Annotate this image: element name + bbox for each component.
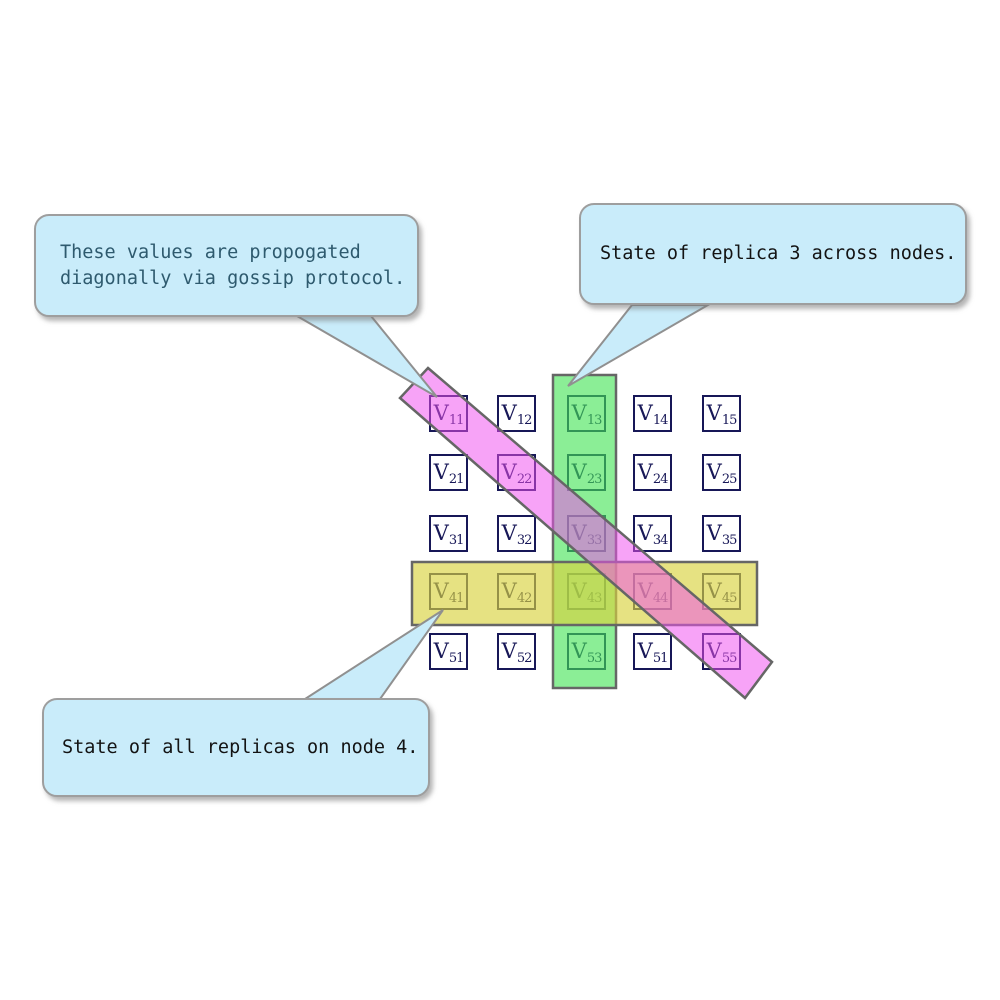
diagonal-callout-bubble: These values are propogated diagonally v…	[34, 214, 419, 317]
cell-symbol: V	[706, 401, 722, 425]
diagonal-callout-tail	[293, 315, 438, 398]
cell-subscript: 15	[721, 413, 738, 428]
column-callout-tail	[567, 304, 712, 387]
cell-subscript: 12	[516, 413, 533, 428]
cell-subscript: 51	[448, 651, 465, 666]
diagonal-callout-text-line2: diagonally via gossip protocol.	[60, 267, 406, 289]
cell-subscript: 25	[721, 472, 738, 487]
cell-symbol: V	[433, 521, 449, 545]
row-callout-bubble: State of all replicas on node 4.	[42, 698, 430, 797]
row-callout-tail	[301, 609, 444, 700]
cell-subscript: 35	[721, 533, 738, 548]
cell-subscript: 31	[448, 533, 465, 548]
row-callout-text: State of all replicas on node 4.	[62, 736, 419, 758]
cell-symbol: V	[637, 401, 653, 425]
diagonal-callout-text-line1: These values are propogated	[60, 241, 361, 263]
cell-subscript: 14	[652, 413, 669, 428]
column-callout-bubble: State of replica 3 across nodes.	[579, 203, 967, 305]
cell-symbol: V	[501, 639, 517, 663]
cell-symbol: V	[706, 460, 722, 484]
cell-subscript: 51	[652, 651, 669, 666]
cell-subscript: 21	[448, 472, 465, 487]
column-callout-text: State of replica 3 across nodes.	[600, 243, 957, 264]
cell-subscript: 34	[652, 533, 669, 548]
cell-subscript: 24	[652, 472, 669, 487]
cell-symbol: V	[637, 460, 653, 484]
diagonal-band	[398, 366, 774, 700]
cell-symbol: V	[433, 460, 449, 484]
cell-subscript: 32	[516, 533, 533, 548]
cell-symbol: V	[501, 401, 517, 425]
cell-symbol: V	[706, 521, 722, 545]
cell-subscript: 52	[516, 651, 533, 666]
cell-symbol: V	[433, 639, 449, 663]
cell-symbol: V	[637, 639, 653, 663]
cell-symbol: V	[637, 521, 653, 545]
cell-symbol: V	[501, 521, 517, 545]
